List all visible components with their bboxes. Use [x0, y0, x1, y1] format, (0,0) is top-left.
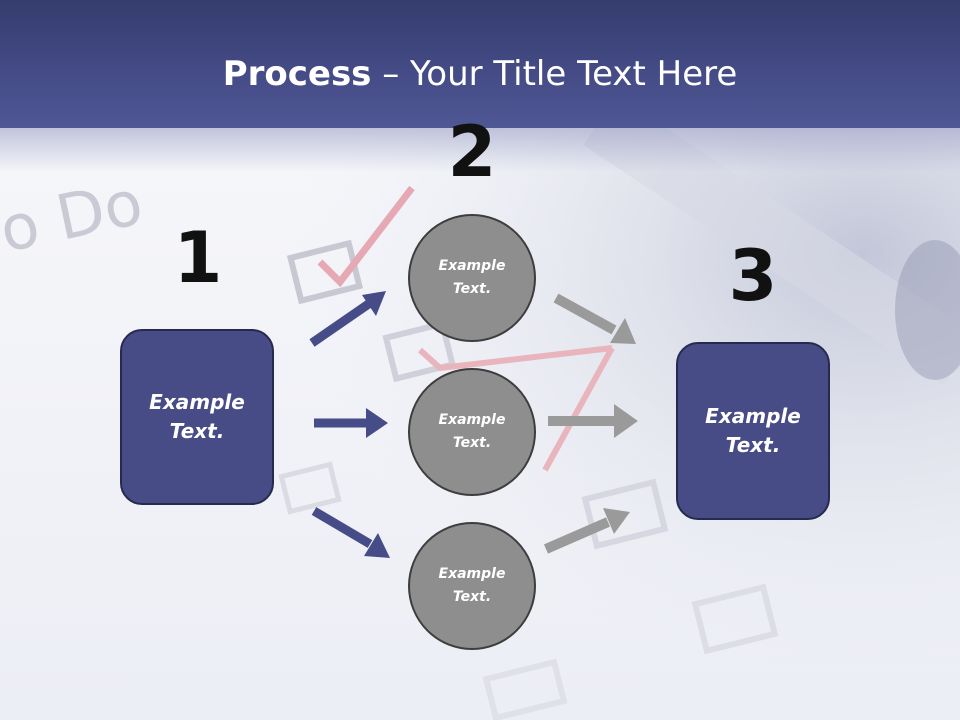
title-bar-fade	[0, 128, 960, 172]
title-bold: Process	[222, 54, 372, 94]
step-number-3: 3	[728, 235, 778, 317]
bottom-circle: Example Text.	[408, 522, 536, 650]
step-number-1: 1	[173, 217, 223, 299]
bottom-circle-text: Example Text.	[438, 566, 506, 605]
title-bar	[0, 0, 960, 128]
top-circle: Example Text.	[408, 214, 536, 342]
title-rest: – Your Title Text Here	[371, 54, 738, 94]
top-circle-text: Example Text.	[438, 258, 506, 297]
left-step-box: Example Text.	[120, 329, 274, 505]
left-step-box-text: Example Text.	[149, 390, 245, 443]
right-step-box: Example Text.	[676, 342, 830, 520]
slide-title: Process – Your Title Text Here	[0, 52, 960, 96]
right-step-box-text: Example Text.	[705, 404, 801, 457]
middle-circle-text: Example Text.	[438, 412, 506, 451]
middle-circle: Example Text.	[408, 368, 536, 496]
step-number-2: 2	[447, 111, 497, 193]
